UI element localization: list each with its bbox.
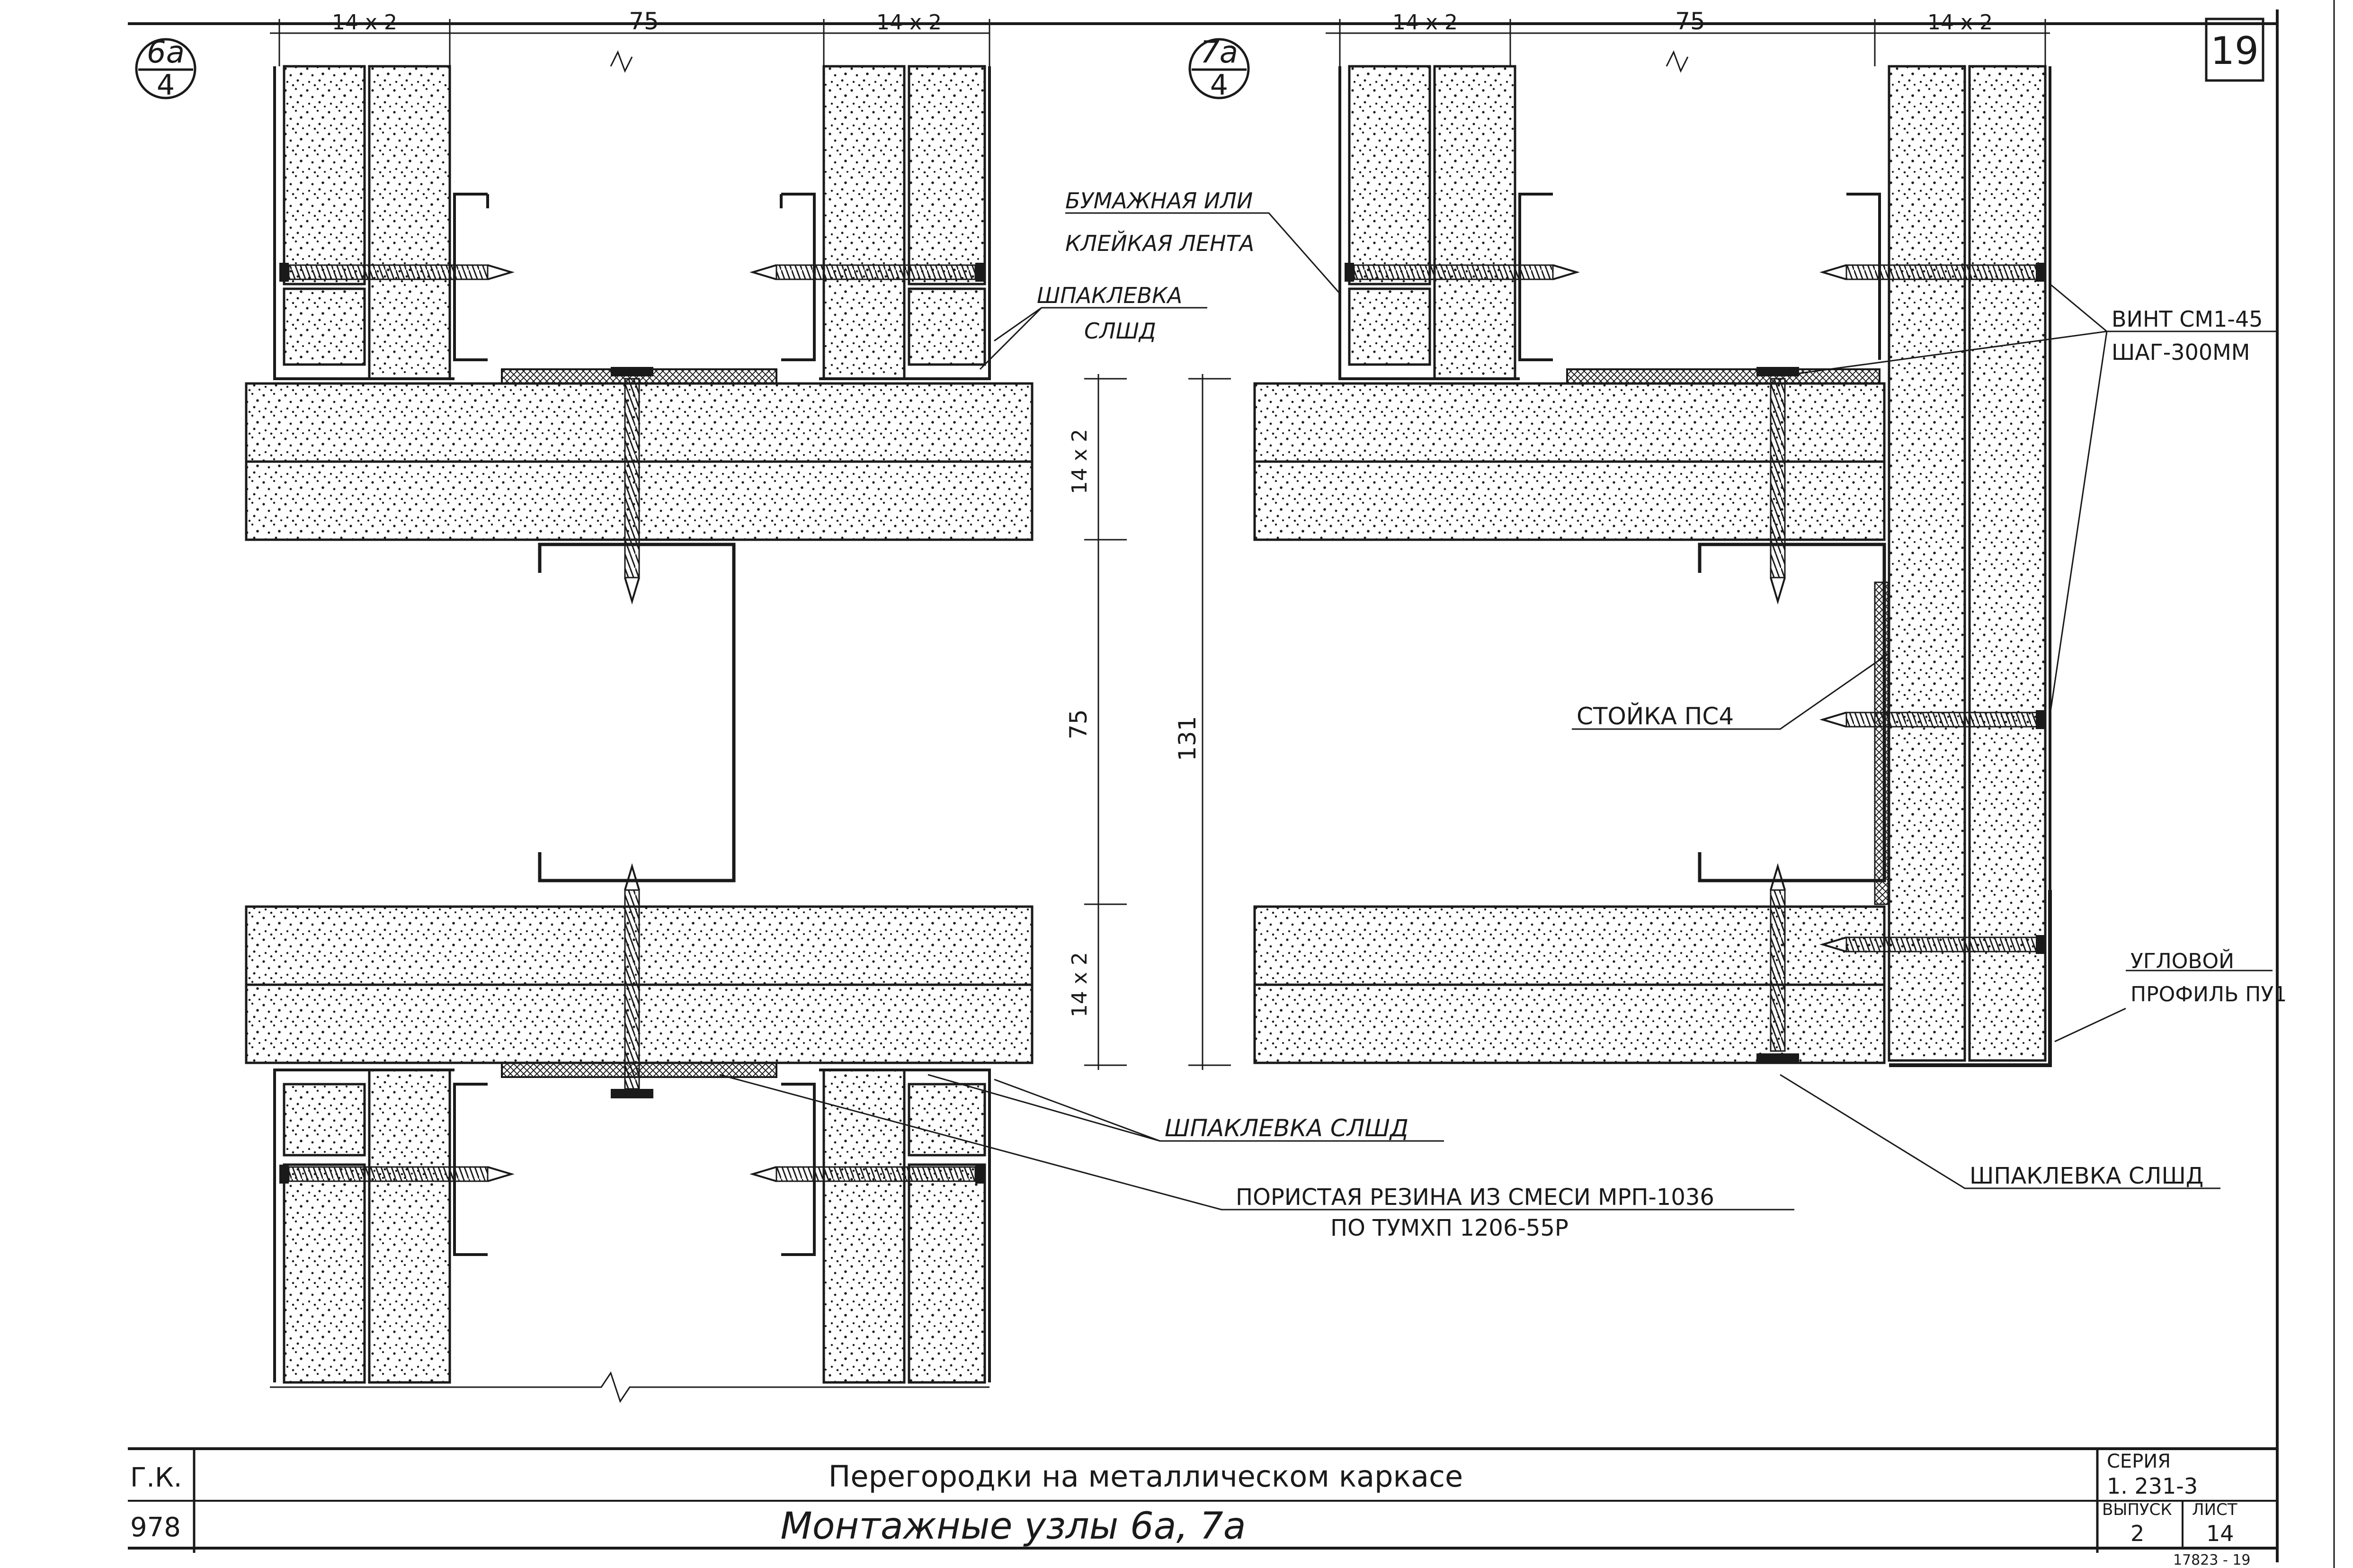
node-7a-marker: 7а 4: [1188, 35, 1250, 102]
top-dimension-chain-6a: 14 x 2 75 14 x 2: [270, 8, 990, 73]
dim-top-mid-7a: 75: [1675, 8, 1705, 35]
node-6a-sheet: 4: [157, 69, 175, 102]
screw-upper-right-6a: [749, 263, 985, 282]
title-sub: Монтажные узлы 6а, 7а: [780, 1505, 1246, 1548]
dim-top-left-6a: 14 x 2: [332, 10, 397, 35]
node-6a-marker: 6а 4: [135, 35, 196, 102]
callout-putty-top-line2: СЛШД: [1084, 318, 1156, 344]
dim-vert-bottom: 14 x 2: [1068, 952, 1092, 1017]
callout-tape-line1: БУМАЖНАЯ ИЛИ: [1065, 188, 1253, 214]
page-number-box: 19: [2205, 18, 2264, 82]
node-6a-drawing: 6а 4 14 x 2 75 14 x 2: [135, 8, 1231, 1403]
page-number: 19: [2210, 29, 2259, 73]
side-code-bottom: 978: [130, 1512, 181, 1543]
screw-lower-right-6a: [749, 1165, 985, 1184]
screw-upper-left-6a: [279, 263, 515, 282]
dim-vert-top: 14 x 2: [1068, 429, 1092, 494]
stud-profile-6a: [538, 543, 736, 882]
upper-wall-right-6a: [819, 65, 991, 380]
horizontal-panels-bottom-6a: [245, 905, 1034, 1078]
side-code-top: Г.К.: [130, 1462, 182, 1493]
upper-wall-7a: [1338, 65, 1580, 380]
dim-top-left-7a: 14 x 2: [1392, 10, 1458, 35]
screw-lower-left-6a: [279, 1165, 515, 1184]
horizontal-panels-top-7a: [1253, 368, 1886, 541]
dim-top-right-7a: 14 x 2: [1927, 10, 1993, 35]
screw-vertical-top-6a: [611, 367, 653, 605]
dim-top-right-6a: 14 x 2: [876, 10, 942, 35]
callout-rubber-line1: ПОРИСТАЯ РЕЗИНА ИЗ СМЕСИ МРП-1036: [1236, 1184, 1714, 1211]
node-7a-drawing: 7а 4 14 x 2 75 14 x 2: [1188, 8, 2052, 1067]
screws-corner-7a: [1819, 263, 2046, 954]
sheet-frame: [128, 0, 2335, 1568]
node-7a-sheet: 4: [1210, 69, 1228, 102]
archive-mark: 17823 - 19: [2173, 1552, 2251, 1568]
issue-label: ВЫПУСК: [2102, 1500, 2172, 1519]
upper-wall-left-6a: [273, 65, 455, 380]
callout-corner-line1: УГЛОВОЙ: [2130, 948, 2234, 973]
horizontal-panels-bottom-7a: [1253, 905, 1886, 1064]
callout-tape-line2: КЛЕЙКАЯ ЛЕНТА: [1065, 231, 1254, 256]
issue-value: 2: [2130, 1521, 2144, 1546]
dim-vert-total: 131: [1174, 716, 1201, 761]
dim-vert-mid: 75: [1065, 709, 1092, 739]
sheet-label: ЛИСТ: [2192, 1500, 2237, 1519]
lower-wall-left-6a: [273, 1069, 455, 1384]
callout-corner-line2: ПРОФИЛЬ ПУ1: [2130, 982, 2287, 1007]
node-7a-number: 7а: [1200, 35, 1238, 70]
screws-vertical-7a: [1756, 367, 1799, 1063]
callout-putty-bottom-right: ШПАКЛЕВКА СЛШД: [1970, 1163, 2203, 1189]
series-label: СЕРИЯ: [2107, 1451, 2171, 1472]
sheet-value: 14: [2206, 1521, 2234, 1546]
callout-screw-line2: ШАГ-300ММ: [2112, 339, 2250, 365]
corner-wall-7a: [1698, 65, 2052, 1067]
callouts: БУМАЖНАЯ ИЛИ КЛЕЙКАЯ ЛЕНТА ШПАКЛЕВКА СЛШ…: [719, 188, 2287, 1241]
title-main: Перегородки на металлическом каркасе: [829, 1459, 1463, 1494]
vertical-dimension-chain: 14 x 2 75 14 x 2 131: [1065, 374, 1231, 1070]
dim-top-mid-6a: 75: [629, 8, 659, 35]
callout-putty-bottom-left: ШПАКЛЕВКА СЛШД: [1165, 1114, 1408, 1142]
callout-rubber-line2: ПО ТУМХП 1206-55Р: [1330, 1215, 1569, 1241]
callout-stud: СТОЙКА ПС4: [1577, 702, 1734, 730]
lower-wall-right-6a: [819, 1069, 991, 1384]
series-value: 1. 231-3: [2107, 1473, 2198, 1499]
callout-screw-line1: ВИНТ СМ1-45: [2112, 306, 2263, 332]
title-block: Г.К. 978 Перегородки на металлическом ка…: [128, 1447, 2277, 1568]
top-dimension-chain-7a: 14 x 2 75 14 x 2: [1326, 8, 2050, 73]
node-6a-number: 6а: [147, 35, 185, 70]
callout-putty-top-line1: ШПАКЛЕВКА: [1037, 283, 1182, 308]
